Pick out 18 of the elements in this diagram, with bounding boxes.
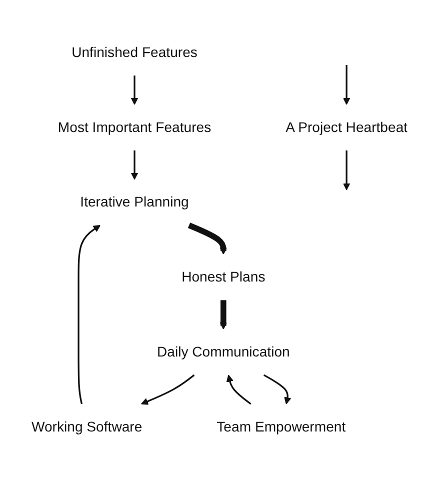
- node-text: Daily Communication: [156, 344, 290, 360]
- arrow: [263, 374, 292, 405]
- node-text: Most Important Features: [58, 120, 212, 136]
- arrow: [141, 374, 195, 406]
- arrow: [78, 225, 101, 404]
- arrow: [188, 222, 228, 255]
- node-text: Unfinished Features: [72, 44, 198, 60]
- node-text: A Project Heartbeat: [286, 120, 408, 136]
- node-text: Team Empowerment: [216, 419, 346, 435]
- arrow: [226, 374, 252, 405]
- node-text: Working Software: [31, 419, 142, 435]
- node-text: Iterative Planning: [80, 194, 189, 210]
- arrow: [342, 150, 350, 190]
- arrow: [220, 300, 228, 330]
- arrow: [130, 150, 138, 180]
- arrow: [130, 76, 138, 106]
- arrow: [342, 65, 350, 106]
- node-text: Honest Plans: [182, 269, 266, 286]
